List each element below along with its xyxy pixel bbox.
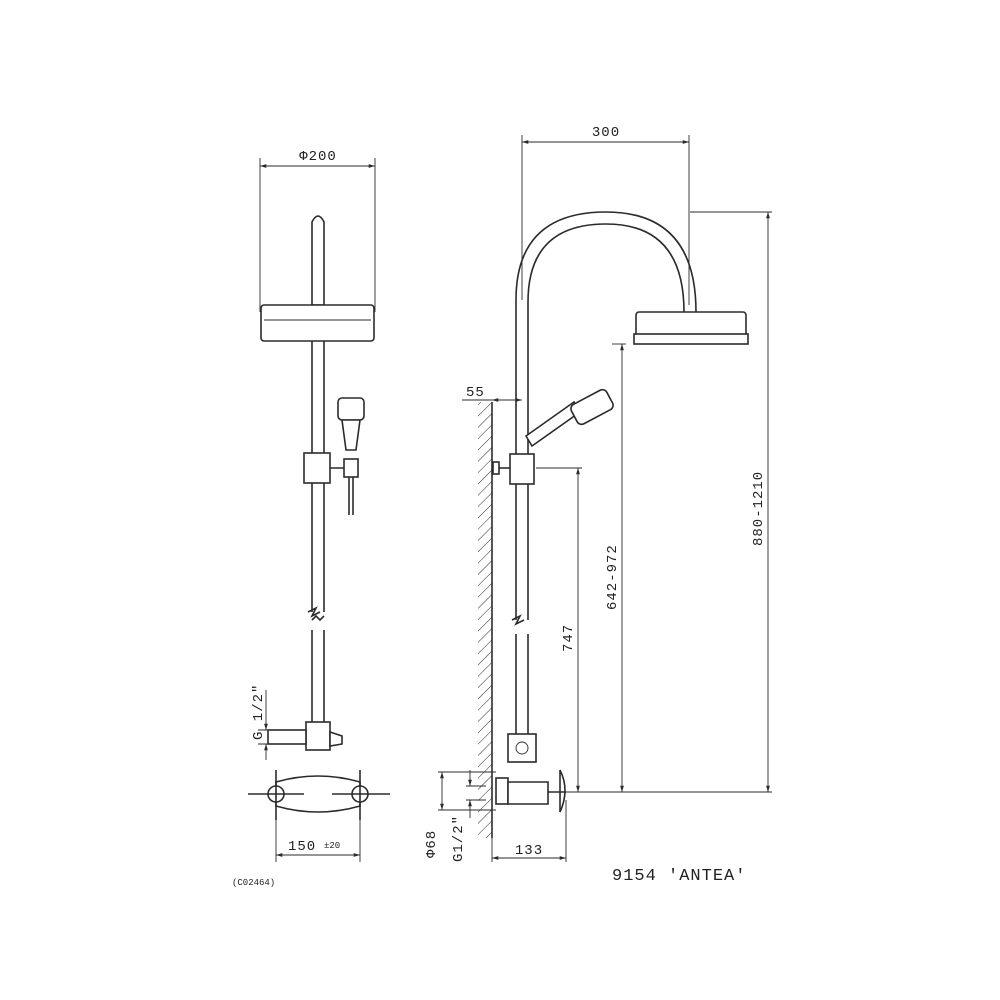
inlet-thread-label: G 1/2"	[251, 684, 267, 740]
side-view: 55 300 Φ68	[424, 125, 772, 862]
spacing-label: 150	[288, 839, 316, 855]
hand-shower-handle	[341, 419, 361, 451]
front-diameter-label: Φ200	[299, 149, 337, 165]
side-diverter	[507, 733, 537, 763]
side-hand-head	[570, 388, 614, 426]
diverter-outlet	[267, 729, 307, 745]
diverter-knob	[329, 730, 343, 747]
wall-offset-label: 55	[466, 385, 485, 401]
head-height-label: 642-972	[605, 544, 621, 610]
hand-height-label: 747	[561, 624, 577, 652]
side-break	[511, 614, 525, 626]
shower-head	[260, 304, 375, 342]
hand-shower-head	[337, 397, 365, 421]
projection-label: 133	[515, 843, 543, 859]
side-escutcheon	[495, 777, 509, 805]
side-mixer	[507, 781, 549, 805]
gooseneck-outer	[515, 211, 697, 620]
thread-label: G1/2"	[451, 815, 467, 862]
hand-holder	[343, 458, 359, 478]
diverter-body	[305, 721, 331, 751]
spacing-tolerance-label: ±20	[324, 841, 340, 851]
side-slider	[509, 453, 535, 485]
shower-arm	[311, 215, 325, 306]
slider-bracket	[303, 452, 331, 484]
break-mark	[307, 606, 321, 618]
total-height-label: 880-1210	[751, 471, 767, 546]
escutcheon-diameter-label: Φ68	[424, 830, 440, 858]
wall-hatch	[478, 402, 492, 838]
front-view: Φ200 G 1/2"	[232, 149, 390, 888]
product-title: 9154 'ANTEA'	[612, 867, 746, 886]
gooseneck-inner	[527, 223, 685, 620]
drawing-code: (C02464)	[232, 878, 275, 888]
arm-reach-label: 300	[592, 125, 620, 141]
